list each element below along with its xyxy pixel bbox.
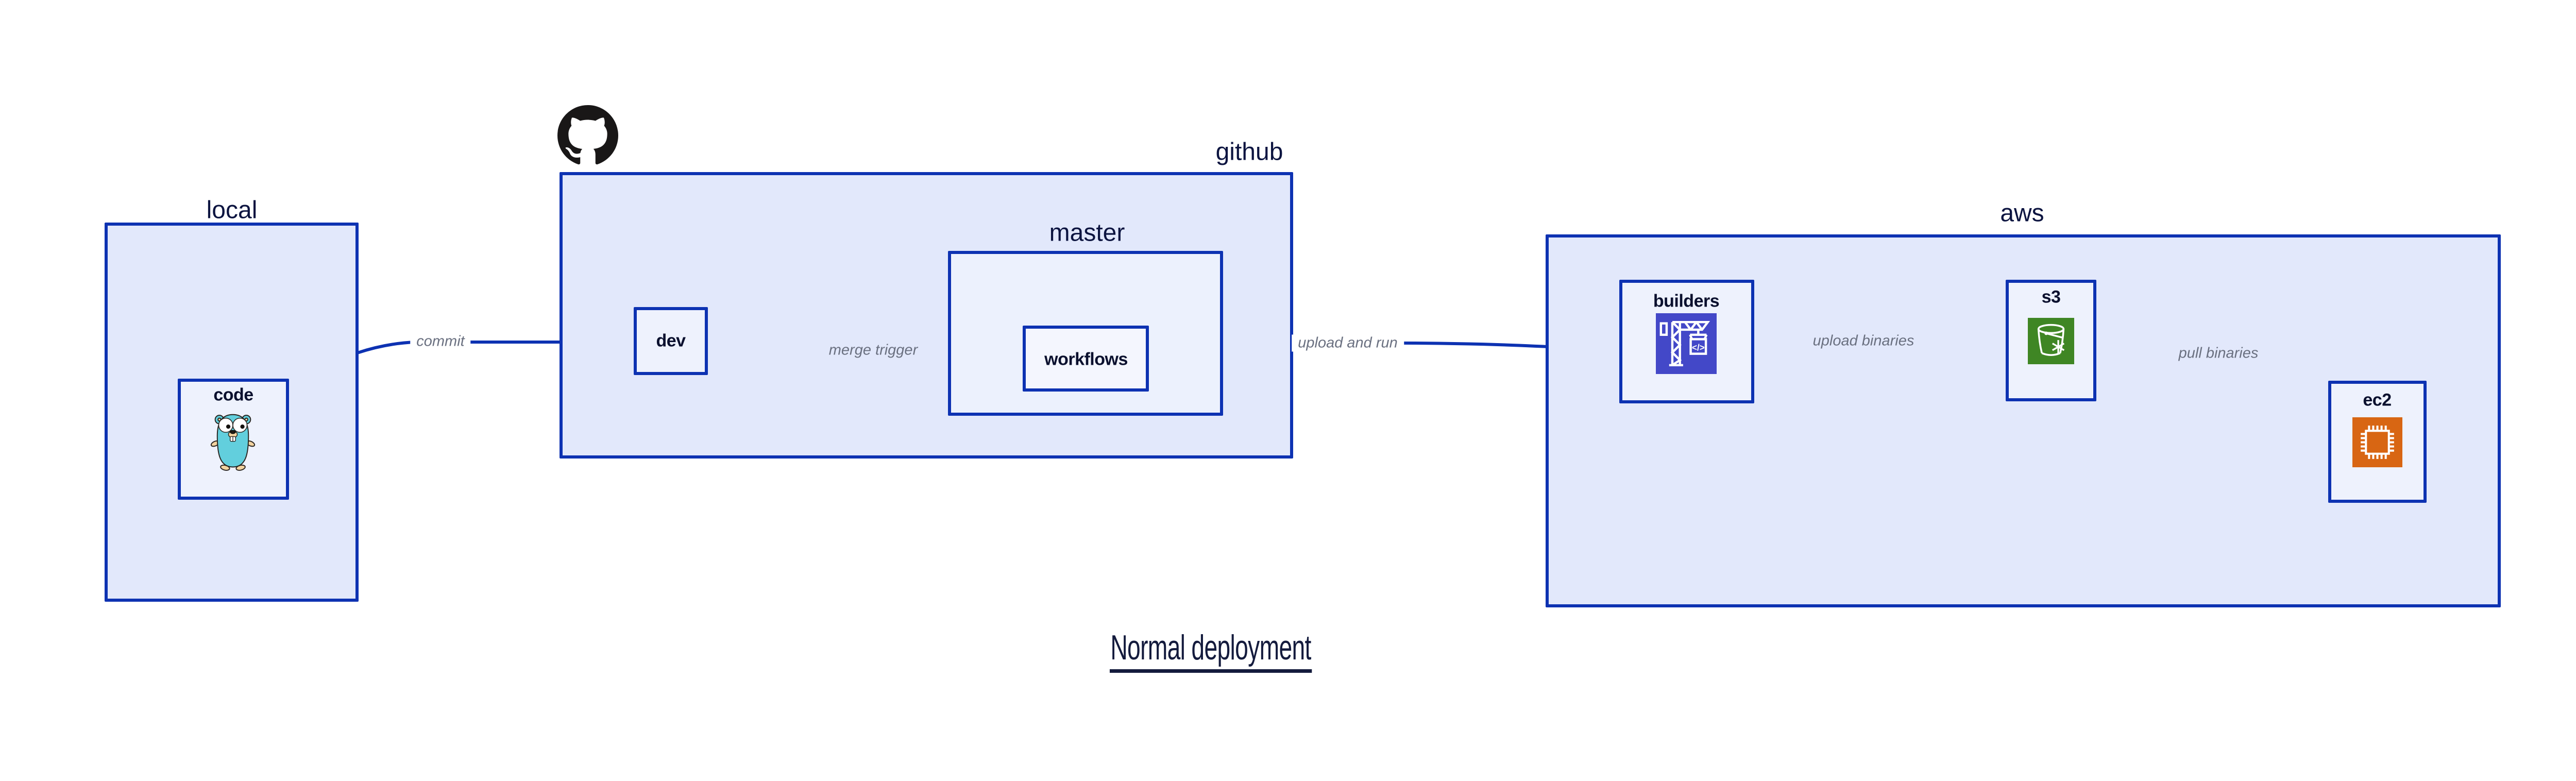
github-octocat-icon: [557, 105, 618, 165]
aws-ec2-chip-icon: [2352, 417, 2402, 467]
svg-text:</>: </>: [1692, 343, 1705, 353]
edge-label-upload-and-run: upload and run: [1292, 334, 1404, 352]
diagram-title: Normal deployment: [1109, 629, 1312, 673]
edge-label-pull-binaries: pull binaries: [2172, 345, 2265, 362]
container-label-aws: aws: [2000, 199, 2044, 227]
diagram-title-wrap: Normal deployment: [1062, 629, 1360, 673]
edge-label-merge-trigger: merge trigger: [822, 342, 924, 359]
edge-label-upload-binaries: upload binaries: [1806, 332, 1921, 350]
aws-s3-glacier-bucket-icon: [2028, 318, 2074, 364]
node-dev: [634, 307, 708, 375]
node-label-ec2: ec2: [2363, 390, 2392, 410]
node-label-builders: builders: [1653, 291, 1720, 311]
container-label-master: master: [1049, 219, 1125, 247]
node-label-workflows: workflows: [1044, 349, 1128, 369]
node-label-code: code: [213, 385, 253, 405]
container-label-local: local: [206, 196, 258, 224]
edge-label-commit: commit: [410, 333, 471, 350]
node-label-dev: dev: [656, 331, 686, 351]
container-label-github: github: [1215, 138, 1283, 166]
node-label-s3: s3: [2041, 287, 2061, 307]
go-gopher-icon: [210, 414, 256, 471]
node-workflows: [1023, 326, 1149, 392]
aws-codebuild-crane-icon: </>: [1656, 313, 1717, 374]
